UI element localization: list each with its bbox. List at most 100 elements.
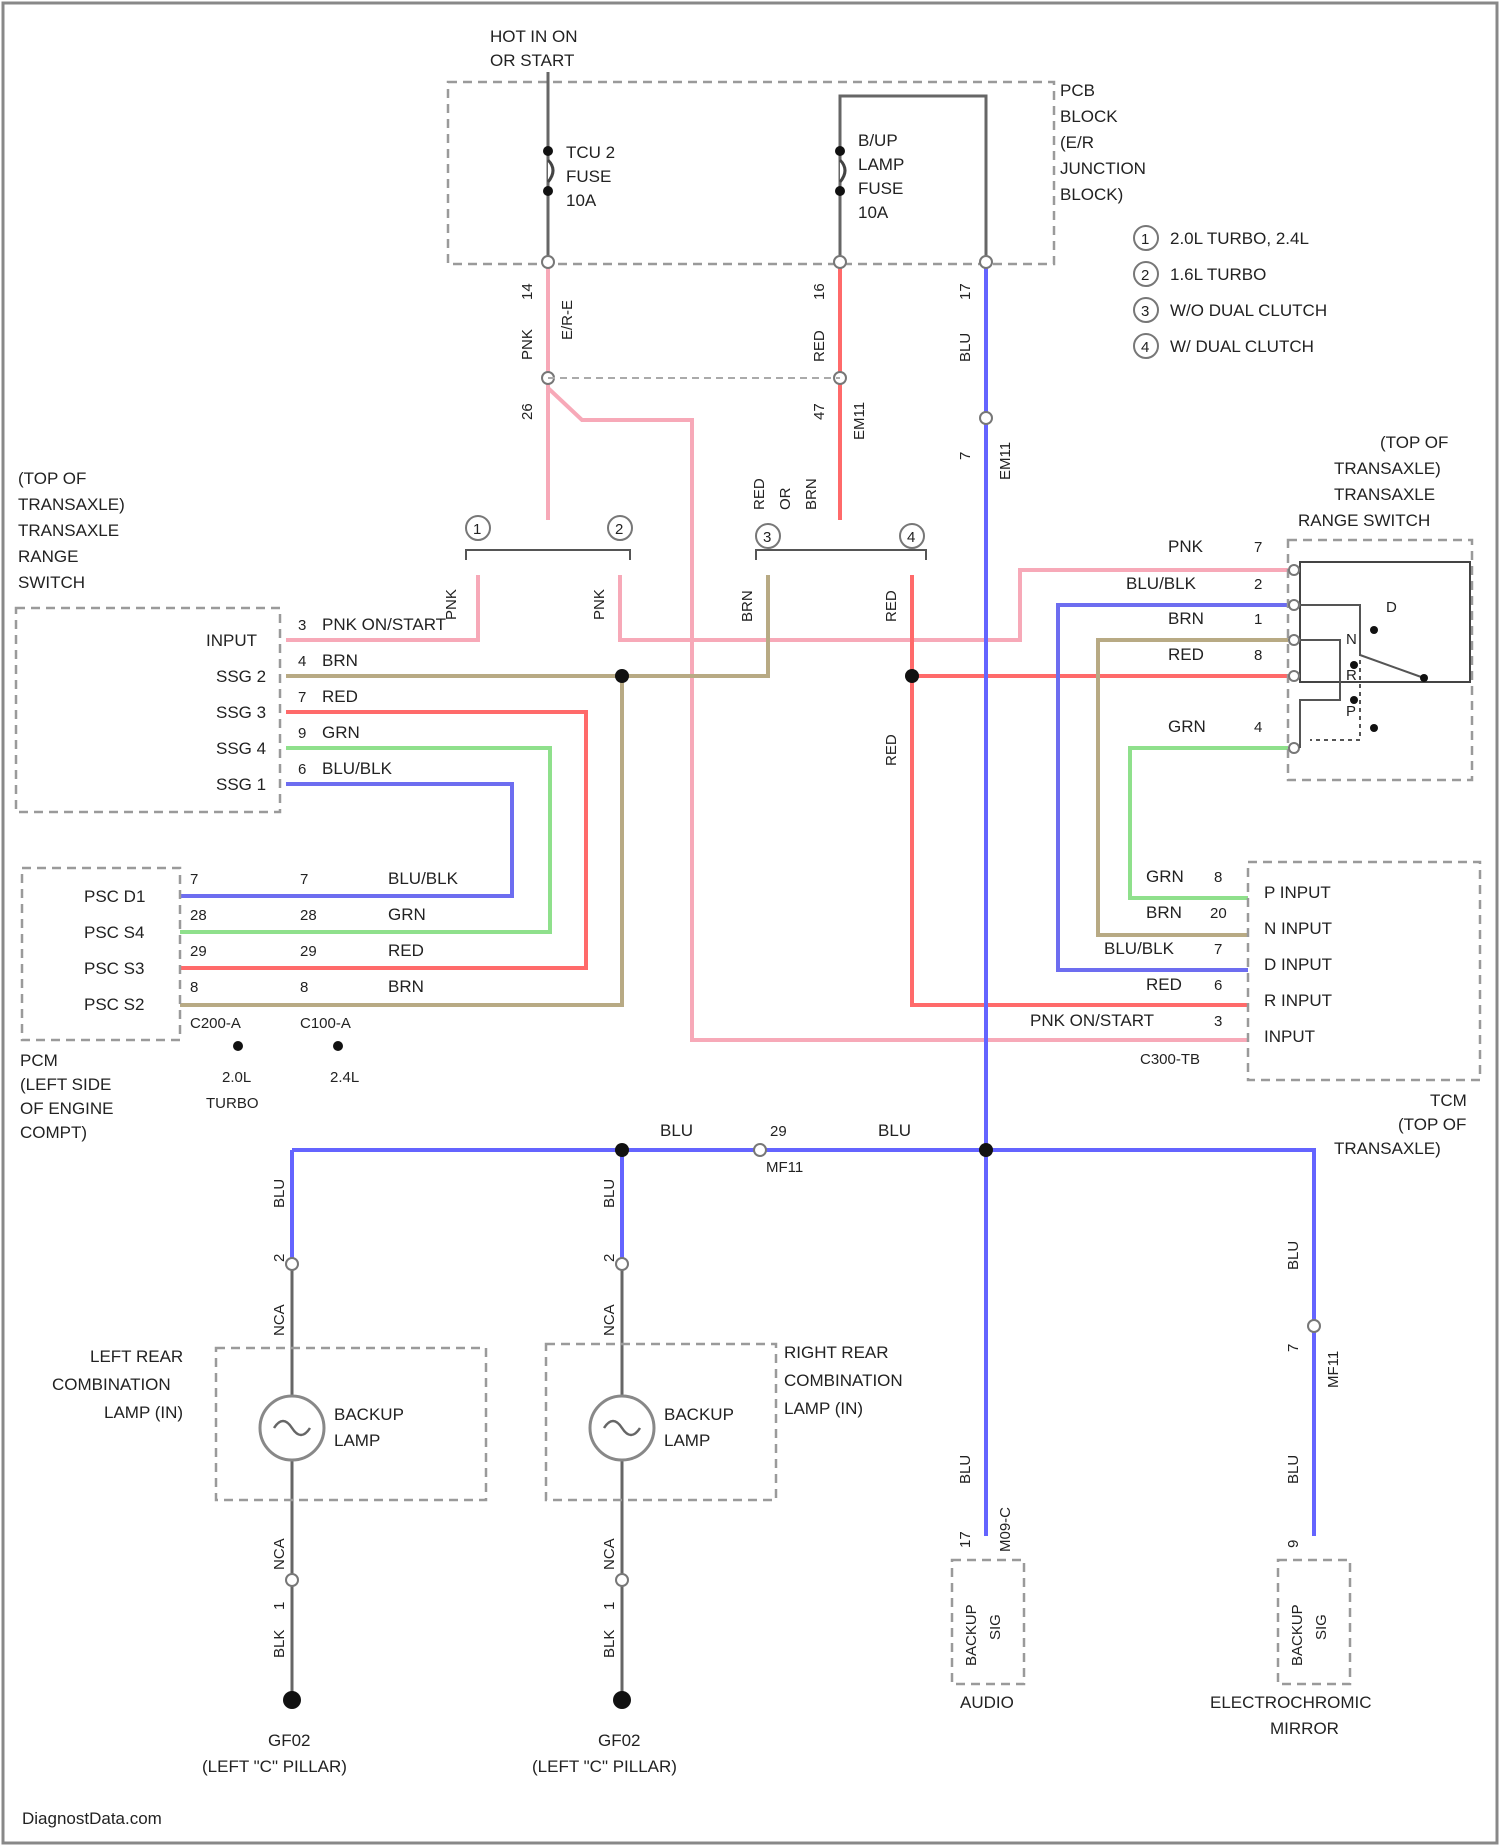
pcm-wire-1: BLU/BLK	[388, 869, 459, 888]
left-lamp-conn-1	[286, 1574, 298, 1586]
pcm-pin-4: PSC S2	[84, 995, 144, 1014]
trs-right-contact-common	[1420, 674, 1428, 682]
label-pin-26: 26	[519, 403, 536, 420]
trs-right-contact-d	[1370, 626, 1378, 634]
pcm-variant-dot-a	[233, 1041, 243, 1051]
legend-symbol-3: 3	[1141, 303, 1149, 320]
trs-right-num-1: 7	[1254, 539, 1262, 556]
mirror-title-2: MIRROR	[1270, 1719, 1339, 1738]
trs-right-contact-p	[1370, 724, 1378, 732]
bus-blu-left: BLU	[660, 1121, 693, 1140]
indicator-2: 2	[615, 521, 623, 538]
mid-label-brn: BRN	[739, 590, 756, 622]
tcm-pin-1: P INPUT	[1264, 883, 1331, 902]
indicator-3: 3	[763, 529, 771, 546]
left-lamp-top-pin: 2	[271, 1254, 288, 1262]
mirror-title-1: ELECTROCHROMIC	[1210, 1693, 1372, 1712]
tcm-title-2: (TOP OF	[1398, 1115, 1466, 1134]
trs-left-pin-2: SSG 2	[216, 667, 266, 686]
legend-text-1: 2.0L TURBO, 2.4L	[1170, 229, 1309, 248]
bup-fuse-label-2: LAMP	[858, 155, 904, 174]
pcm-b-3: 29	[300, 943, 317, 960]
tcm-pin-3: D INPUT	[1264, 955, 1332, 974]
tcm-pin-4: R INPUT	[1264, 991, 1332, 1010]
right-lamp-bottom-conn: NCA	[601, 1538, 618, 1570]
right-lamp-title-1: RIGHT REAR	[784, 1343, 889, 1362]
pcb-block-label-1: PCB	[1060, 81, 1095, 100]
trs-left-pin-1: INPUT	[206, 631, 257, 650]
tcu-fuse-terminal-bottom	[543, 186, 553, 196]
left-lamp-bottom-conn: NCA	[271, 1538, 288, 1570]
pcm-wire-4: BRN	[388, 977, 424, 996]
pcm-a-1: 7	[190, 871, 198, 888]
label-red-or-brn-1: RED	[751, 478, 768, 510]
blu-splice-left	[615, 1143, 629, 1157]
pcm-conn-b: C100-A	[300, 1015, 351, 1032]
pcm-title-1: PCM	[20, 1051, 58, 1070]
right-lamp-conn-1	[616, 1574, 628, 1586]
blu-splice-right	[979, 1143, 993, 1157]
pcb-conn-16	[834, 256, 846, 268]
right-ground-label-2: (LEFT "C" PILLAR)	[532, 1757, 677, 1776]
left-lamp-title-3: LAMP (IN)	[104, 1403, 183, 1422]
trs-left-pin-5: SSG 1	[216, 775, 266, 794]
tcm-wire-2: BRN	[1146, 903, 1182, 922]
pcm-title-3: OF ENGINE	[20, 1099, 114, 1118]
mf11-conn-29	[754, 1144, 766, 1156]
bup-fuse-label-1: B/UP	[858, 131, 898, 150]
bup-fuse-terminal-top	[835, 146, 845, 156]
tcu-fuse-label-3: 10A	[566, 191, 597, 210]
pcm-pin-1: PSC D1	[84, 887, 145, 906]
left-lamp-top-conn: NCA	[271, 1304, 288, 1336]
tcm-wire-1: GRN	[1146, 867, 1184, 886]
pcm-variant-a-2: TURBO	[206, 1095, 259, 1112]
trs-left-pin-3: SSG 3	[216, 703, 266, 722]
audio-conn: M09-C	[997, 1507, 1014, 1552]
trs-right-wire-2: BLU/BLK	[1126, 574, 1197, 593]
trs-right-wire-3: BRN	[1168, 609, 1204, 628]
em11-conn-7	[980, 412, 992, 424]
pcm-variant-b: 2.4L	[330, 1069, 359, 1086]
pcm-title-2: (LEFT SIDE	[20, 1075, 111, 1094]
label-pnk-top: PNK	[519, 329, 536, 360]
bus-conn: MF11	[766, 1159, 803, 1176]
trs-right-wire-4: RED	[1168, 645, 1204, 664]
right-lamp-gnd-wire: BLK	[601, 1630, 618, 1658]
pcm-wire-3: RED	[388, 941, 424, 960]
legend-text-4: W/ DUAL CLUTCH	[1170, 337, 1314, 356]
bup-fuse-label-4: 10A	[858, 203, 889, 222]
trs-right-title-1: (TOP OF	[1380, 433, 1448, 452]
indicator-4: 4	[907, 529, 915, 546]
label-pin-17: 17	[957, 283, 974, 300]
tcm-num-4: 6	[1214, 977, 1222, 994]
tcm-title-3: TRANSAXLE)	[1334, 1139, 1441, 1158]
label-red-or-brn-3: BRN	[803, 478, 820, 510]
pcm-conn-a: C200-A	[190, 1015, 241, 1032]
right-lamp-label-2: LAMP	[664, 1431, 710, 1450]
trs-left-wire-1: PNK ON/START	[322, 615, 446, 634]
trs-left-title-5: SWITCH	[18, 573, 85, 592]
brn-splice	[615, 669, 629, 683]
trs-right-title-4: RANGE SWITCH	[1298, 511, 1430, 530]
trs-left-title-1: (TOP OF	[18, 469, 86, 488]
tcm-conn: C300-TB	[1140, 1051, 1200, 1068]
label-pin-47: 47	[811, 403, 828, 420]
pcm-a-2: 28	[190, 907, 207, 924]
left-ground-label-2: (LEFT "C" PILLAR)	[202, 1757, 347, 1776]
mirror-mid-conn: MF11	[1325, 1351, 1342, 1388]
bup-fuse-label-3: FUSE	[858, 179, 903, 198]
trs-left-num-4: 9	[298, 725, 306, 742]
left-lamp-title-1: LEFT REAR	[90, 1347, 183, 1366]
trs-left-wire-2: BRN	[322, 651, 358, 670]
mid-label-red-down: RED	[883, 734, 900, 766]
tcm-pin-2: N INPUT	[1264, 919, 1332, 938]
right-lamp-label-1: BACKUP	[664, 1405, 734, 1424]
footer-watermark: DiagnostData.com	[22, 1809, 162, 1828]
trs-left-num-1: 3	[298, 617, 306, 634]
audio-pin-label-1: BACKUP	[963, 1604, 980, 1666]
audio-wire: BLU	[957, 1455, 974, 1484]
left-ground-icon	[283, 1691, 301, 1709]
bup-fuse-terminal-bottom	[835, 186, 845, 196]
pcm-variant-dot-b	[333, 1041, 343, 1051]
mid-label-pnk-b: PNK	[591, 589, 608, 620]
